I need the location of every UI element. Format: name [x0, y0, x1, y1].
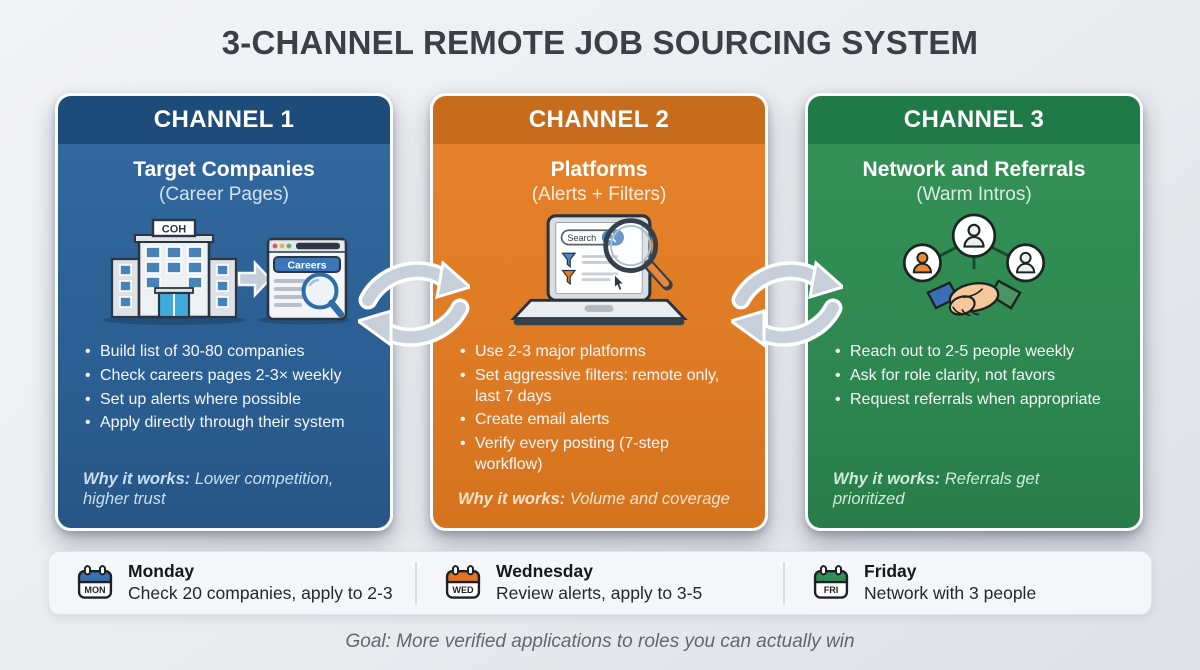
laptop-search-icon: Search: [503, 213, 695, 328]
sched-day: Wednesday: [496, 561, 593, 582]
divider: [783, 562, 785, 604]
bullet-item: Request referrals when appropriate: [833, 390, 1115, 411]
bullet-item: Create email alerts: [458, 410, 740, 431]
bullet-item: Ask for role clarity, not favors: [833, 366, 1115, 387]
sched-item-monday: MON Monday Check 20 companies, apply to …: [49, 561, 415, 605]
cycle-arrows-icon: [731, 260, 843, 348]
channel-1-title: Target Companies: [133, 158, 315, 181]
sched-day: Monday: [128, 561, 195, 582]
bullet-item: Verify every posting (7-step workflow): [458, 434, 740, 476]
calendar-wed-icon: WED: [445, 565, 481, 599]
channel-2-subtitle: (Alerts + Filters): [531, 184, 667, 205]
calendar-mon-icon: MON: [77, 565, 113, 599]
sched-task: Network with 3 people: [864, 583, 1037, 603]
sched-item-friday: FRI Friday Network with 3 people: [785, 561, 1151, 605]
channel-3-subtitle: (Warm Intros): [916, 184, 1032, 205]
weekly-schedule-bar: MON Monday Check 20 companies, apply to …: [48, 551, 1152, 615]
network-handshake-icon: [888, 213, 1060, 328]
channel-1-body: Target Companies (Career Pages): [58, 144, 390, 528]
sched-item-wednesday: WED Wednesday Review alerts, apply to 3-…: [417, 561, 783, 605]
page-title: 3-CHANNEL REMOTE JOB SOURCING SYSTEM: [221, 24, 979, 61]
channel-3-title: Network and Referrals: [862, 158, 1086, 181]
why-label: Why it works:: [458, 490, 566, 509]
why-it-works: Why it works: Volume and coverage: [458, 489, 740, 510]
divider: [415, 562, 417, 604]
channel-3-header: CHANNEL 3: [808, 96, 1140, 144]
careers-banner-label: Careers: [287, 260, 326, 272]
channel-2-body: Platforms (Alerts + Filters) Search: [433, 144, 765, 528]
channel-1-bullets: Build list of 30-80 companies Check care…: [83, 342, 365, 437]
calendar-abbr-label: WED: [452, 585, 474, 595]
bullet-item: Use 2-3 major platforms: [458, 342, 740, 363]
bullet-item: Check careers pages 2-3× weekly: [83, 366, 365, 387]
why-label: Why it works:: [83, 469, 191, 488]
bullet-item: Build list of 30-80 companies: [83, 342, 365, 363]
calendar-fri-icon: FRI: [813, 565, 849, 599]
channel-2-header: CHANNEL 2: [433, 96, 765, 144]
search-label: Search: [567, 232, 596, 242]
goal-text: Goal: More verified applications to role…: [345, 631, 855, 652]
why-text: Referrals get prioritized: [833, 469, 1040, 509]
channel-3-bullets: Reach out to 2-5 people weekly Ask for r…: [833, 342, 1115, 413]
channel-3-card: CHANNEL 3 Network and Referrals (Warm In…: [805, 93, 1143, 531]
why-text: Lower competition, higher trust: [83, 469, 334, 509]
building-careers-icon: COH: [98, 214, 350, 328]
channel-2-bullets: Use 2-3 major platforms Set aggressive f…: [458, 342, 740, 479]
bullet-item: Set aggressive filters: remote only, las…: [458, 366, 740, 408]
channel-1-subtitle: (Career Pages): [159, 184, 289, 205]
channel-2-title: Platforms: [550, 158, 648, 181]
sched-task: Check 20 companies, apply to 2-3: [128, 583, 393, 603]
sched-day: Friday: [864, 561, 917, 582]
calendar-abbr-label: MON: [84, 585, 105, 595]
why-label: Why it works:: [833, 469, 941, 488]
channel-3-body: Network and Referrals (Warm Intros): [808, 144, 1140, 528]
channel-cards-row: CHANNEL 1 Target Companies (Career Pages…: [55, 93, 1145, 531]
why-it-works: Why it works: Referrals get prioritized: [833, 469, 1115, 510]
cycle-arrows-icon: [358, 260, 470, 348]
company-sign-label: COH: [162, 224, 187, 236]
bullet-item: Reach out to 2-5 people weekly: [833, 342, 1115, 363]
channel-1-card: CHANNEL 1 Target Companies (Career Pages…: [55, 93, 393, 531]
channel-1-header: CHANNEL 1: [58, 96, 390, 144]
channel-2-card: CHANNEL 2 Platforms (Alerts + Filters) S…: [430, 93, 768, 531]
why-text: Volume and coverage: [569, 490, 730, 509]
bullet-item: Set up alerts where possible: [83, 390, 365, 411]
calendar-abbr-label: FRI: [824, 585, 839, 595]
why-it-works: Why it works: Lower competition, higher …: [83, 469, 365, 510]
bullet-item: Apply directly through their system: [83, 413, 365, 434]
sched-task: Review alerts, apply to 3-5: [496, 583, 703, 603]
